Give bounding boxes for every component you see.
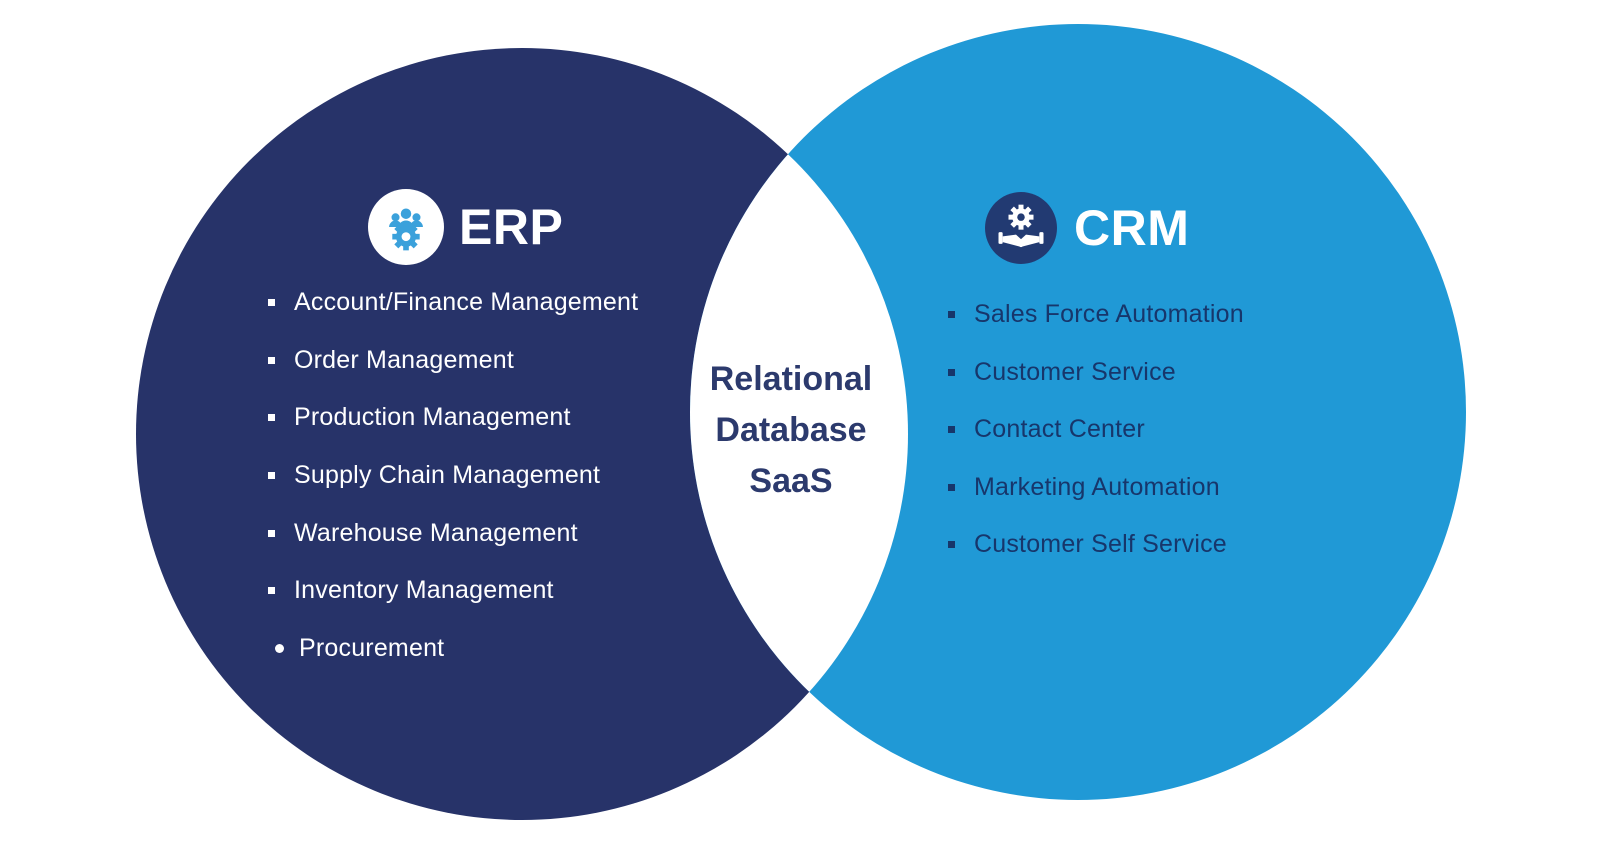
list-item-label: Warehouse Management — [294, 518, 578, 547]
list-item-label: Contact Center — [974, 415, 1145, 444]
square-bullet-icon — [948, 368, 955, 376]
list-item-label: Marketing Automation — [974, 472, 1220, 501]
square-bullet-icon — [268, 414, 275, 422]
list-item: Account/Finance Management — [268, 274, 638, 332]
list-item-label: Sales Force Automation — [974, 300, 1244, 329]
erp-circle — [136, 48, 908, 820]
list-item: Marketing Automation — [948, 459, 1244, 517]
erp-header: ERP — [368, 189, 563, 265]
intersection-line: SaaS — [749, 462, 833, 500]
list-item-label: Procurement — [299, 633, 445, 662]
list-item: Sales Force Automation — [948, 286, 1244, 344]
list-item-label: Customer Service — [974, 357, 1176, 386]
square-bullet-icon — [268, 529, 275, 537]
list-item-label: Account/Finance Management — [294, 288, 639, 317]
erp-feature-list: Account/Finance Management Order Managem… — [268, 274, 638, 677]
list-item-label: Production Management — [294, 403, 571, 432]
list-item-label: Supply Chain Management — [294, 461, 601, 490]
list-item: Supply Chain Management — [268, 447, 638, 505]
square-bullet-icon — [948, 541, 955, 549]
list-item-label: Inventory Management — [294, 576, 554, 605]
list-item: Inventory Management — [268, 562, 638, 620]
square-bullet-icon — [948, 311, 955, 319]
list-item-label: Order Management — [294, 345, 514, 374]
list-item: Production Management — [268, 389, 638, 447]
crm-header: CRM — [985, 192, 1189, 264]
round-bullet-icon — [275, 643, 284, 653]
team-gear-icon — [368, 189, 444, 265]
crm-circle — [690, 24, 1466, 800]
list-item-label: Customer Self Service — [974, 530, 1227, 559]
intersection-line: Database — [715, 411, 867, 449]
list-item: Procurement — [268, 620, 638, 678]
intersection-line: Relational — [709, 360, 873, 398]
square-bullet-icon — [268, 299, 275, 307]
list-item: Order Management — [268, 332, 638, 390]
square-bullet-icon — [268, 587, 275, 595]
crm-feature-list: Sales Force Automation Customer Service … — [948, 286, 1244, 574]
erp-title: ERP — [459, 199, 564, 255]
square-bullet-icon — [268, 472, 275, 480]
list-item: Customer Service — [948, 344, 1244, 402]
square-bullet-icon — [268, 356, 275, 364]
list-item: Contact Center — [948, 401, 1244, 459]
square-bullet-icon — [948, 426, 955, 434]
list-item: Warehouse Management — [268, 504, 638, 562]
list-item: Customer Self Service — [948, 516, 1244, 574]
crm-title: CRM — [1074, 200, 1190, 256]
intersection-label: Relational Database SaaS — [641, 354, 941, 507]
square-bullet-icon — [948, 483, 955, 491]
gear-handshake-icon — [985, 192, 1057, 264]
